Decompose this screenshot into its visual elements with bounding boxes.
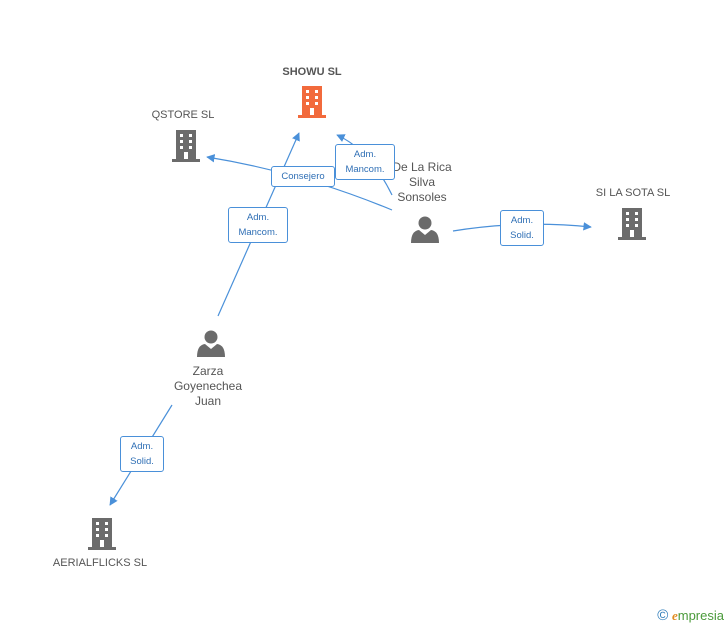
edge-label-consejero[interactable]: Consejero	[271, 166, 335, 187]
edge-label-text: Adm.	[353, 149, 377, 160]
copyright-symbol: ©	[657, 607, 669, 624]
building-icon[interactable]	[298, 86, 326, 118]
edge-label-text: Adm.	[130, 441, 154, 452]
person-name-line: Zarza	[192, 364, 224, 378]
edge-label-adm-solid-delarica[interactable]: Adm. Solid.	[500, 210, 544, 246]
edge-label-text: Adm.	[246, 212, 270, 223]
edge-label-text: Adm.	[510, 215, 534, 226]
person-icon[interactable]	[411, 216, 439, 244]
person-name-line: De La Rica	[392, 160, 452, 174]
person-name-line: Silva	[408, 175, 435, 189]
building-icon[interactable]	[88, 518, 116, 550]
node-label-showu[interactable]: SHOWU SL	[282, 66, 342, 78]
brand-initial: e	[671, 608, 678, 623]
edge-label-adm-solid-zarza[interactable]: Adm. Solid.	[120, 436, 164, 472]
node-label-zarza[interactable]: Zarza Goyenechea Juan	[164, 364, 252, 409]
edge-label-text: Mancom.	[238, 227, 278, 238]
brand-name: mpresia	[677, 608, 724, 623]
node-label-aerialflicks[interactable]: AERIALFLICKS SL	[52, 557, 148, 569]
edge-label-text: Consejero	[281, 171, 325, 182]
node-label-qstore[interactable]: QSTORE SL	[151, 109, 215, 121]
edge-label-text: Mancom.	[345, 164, 385, 175]
building-icon[interactable]	[618, 208, 646, 240]
edge-label-adm-mancom-zarza[interactable]: Adm. Mancom.	[228, 207, 288, 243]
node-label-delarica[interactable]: De La Rica Silva Sonsoles	[378, 160, 466, 205]
person-icon[interactable]	[197, 330, 225, 358]
edge-label-adm-mancom-delarica[interactable]: Adm. Mancom.	[335, 144, 395, 180]
edge-label-text: Solid.	[510, 230, 534, 241]
edge-label-text: Solid.	[130, 456, 154, 467]
building-icon[interactable]	[172, 130, 200, 162]
person-name-line: Goyenechea	[173, 379, 243, 393]
person-name-line: Sonsoles	[397, 190, 447, 204]
empresia-logo: © empresia	[657, 607, 724, 624]
person-name-line: Juan	[194, 394, 222, 408]
node-label-silasota[interactable]: SI LA SOTA SL	[595, 187, 671, 199]
